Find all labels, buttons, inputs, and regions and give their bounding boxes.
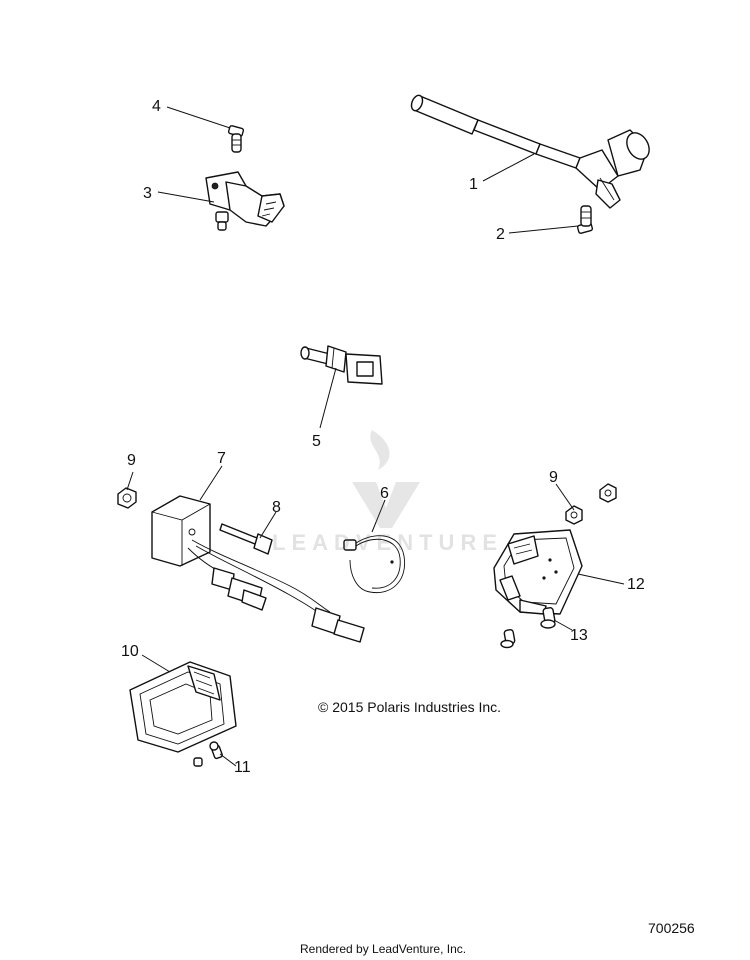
part-8-bolt [219, 523, 273, 555]
part-3-sensor [205, 171, 285, 231]
part-6-strap [343, 535, 406, 594]
callout-7: 7 [217, 450, 226, 467]
callout-2: 2 [496, 226, 505, 243]
part-10-ecu [129, 661, 237, 753]
callout-8: 8 [272, 499, 281, 516]
callout-12: 12 [627, 576, 645, 593]
leader-lines [126, 106, 625, 767]
part-9-nut-left [117, 487, 137, 509]
part-9-nut-right [565, 483, 617, 525]
part-1-sensor-probe [410, 94, 650, 209]
part-11-screws [193, 741, 223, 767]
callouts: 4 3 1 2 5 9 7 8 6 9 12 13 10 11 [121, 98, 645, 776]
part-2-bolt [576, 205, 594, 234]
callout-9-left: 9 [127, 452, 136, 469]
callout-5: 5 [312, 433, 321, 450]
callout-10: 10 [121, 643, 139, 660]
callout-4: 4 [152, 98, 161, 115]
callout-3: 3 [143, 185, 152, 202]
leadventure-watermark-logo: LEADVENTURE [272, 430, 503, 554]
part-12-bracket [493, 529, 583, 615]
part-13-screws [500, 607, 556, 649]
part-7-harness [151, 495, 365, 643]
rendered-by-text: Rendered by LeadVenture, Inc. [300, 942, 467, 956]
part-5-temp-sensor [300, 345, 383, 385]
part-4-bolt [227, 125, 245, 153]
callout-11: 11 [234, 759, 251, 776]
callout-13: 13 [570, 627, 588, 644]
callout-6: 6 [380, 485, 389, 502]
callout-9-right: 9 [549, 469, 558, 486]
callout-1: 1 [469, 176, 478, 193]
drawing-id: 700256 [648, 920, 695, 936]
svg-text:LEADVENTURE: LEADVENTURE [272, 530, 503, 554]
copyright-text: © 2015 Polaris Industries Inc. [318, 699, 502, 715]
